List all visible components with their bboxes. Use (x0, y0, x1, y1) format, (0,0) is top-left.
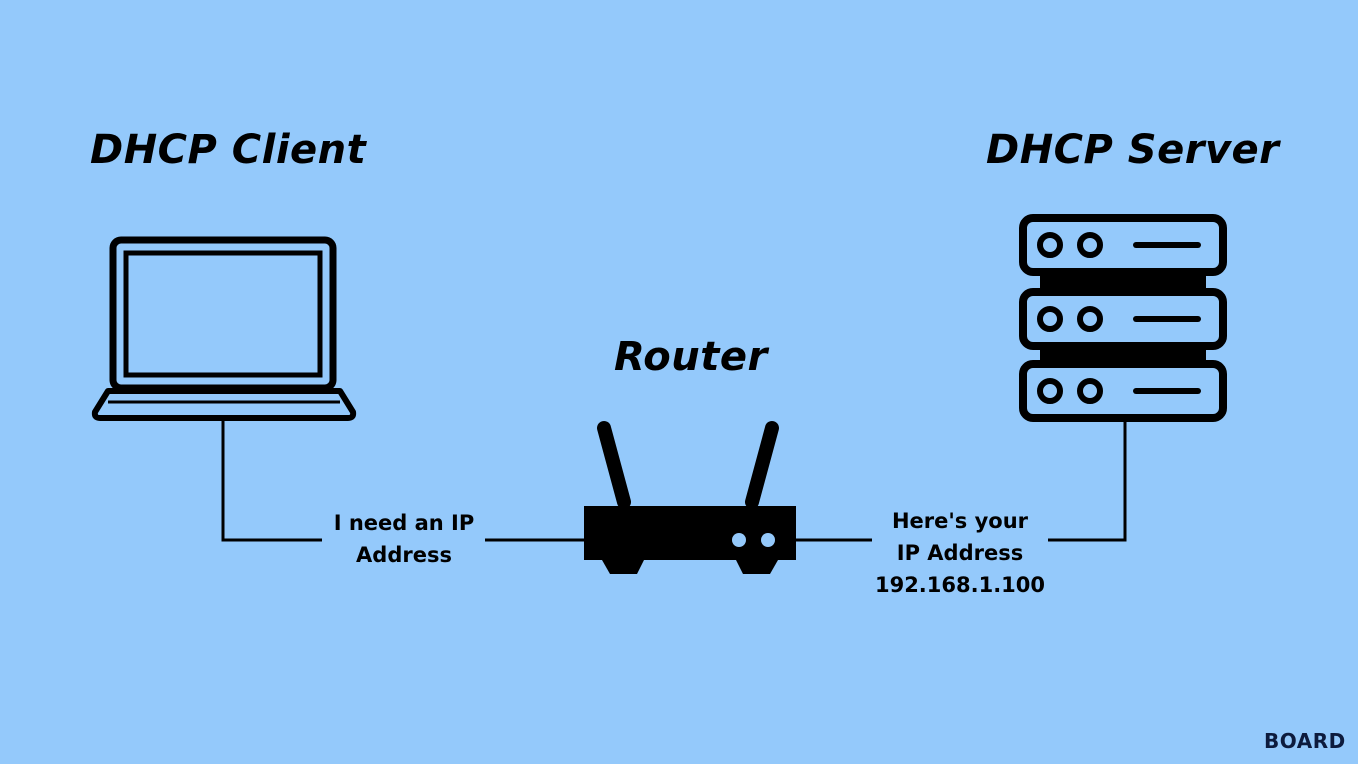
reply-ip-address: 192.168.1.100 (874, 573, 1046, 597)
reply-message-line: Here's your (891, 509, 1029, 533)
laptop-icon (91, 236, 357, 421)
server-title: DHCP Server (986, 127, 1280, 173)
server-rack-icon (1019, 214, 1227, 422)
client-title: DHCP Client (90, 127, 367, 173)
router-icon (584, 421, 796, 574)
board-logo-text: BOARD (1264, 729, 1346, 753)
request-message-line: I need an IP (333, 511, 475, 535)
reply-message-line: IP Address (896, 541, 1024, 565)
router-title: Router (614, 334, 768, 380)
reply-message: Here's your IP Address 192.168.1.100 (872, 505, 1048, 601)
client-connector (221, 420, 322, 542)
board-logo: BOARD (1264, 729, 1346, 753)
request-message-line: Address (356, 543, 452, 567)
server-connector (1048, 420, 1127, 542)
request-message: I need an IP Address (324, 507, 484, 571)
